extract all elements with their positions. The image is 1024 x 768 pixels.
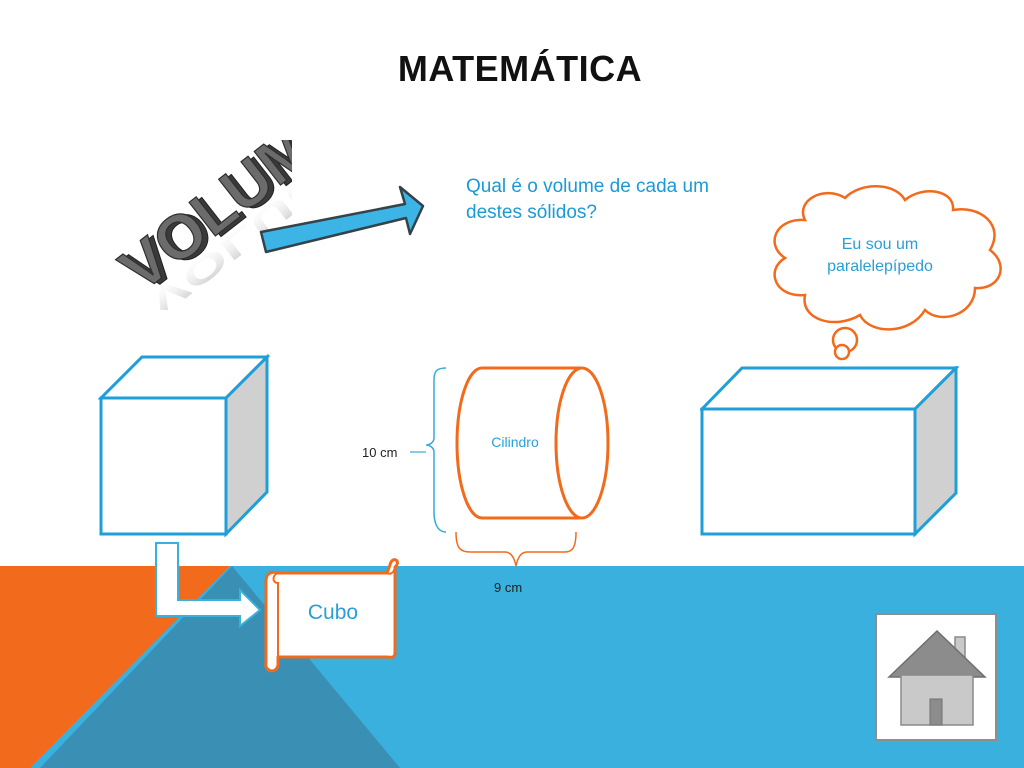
cylinder-shape xyxy=(410,366,610,567)
dark-blue-triangle xyxy=(40,566,400,768)
thought-bubble-text: Eu sou um paralelepípedo xyxy=(827,236,933,275)
cube-pointer-arrow xyxy=(155,542,262,629)
volumes-wordart: VOLUMES VOLUMES VOLUMES xyxy=(107,140,292,310)
cubo-scroll xyxy=(264,558,399,673)
blue-arrow xyxy=(259,185,425,254)
height-brace xyxy=(425,367,447,533)
parallelepiped-shape xyxy=(700,366,960,538)
thought-bubble xyxy=(773,185,1002,361)
cylinder-label: Cilindro xyxy=(491,434,539,450)
slide-title: MATEMÁTICA xyxy=(397,48,643,89)
cube-shape xyxy=(98,354,270,538)
home-button[interactable] xyxy=(875,613,997,741)
question-text: Qual é o volume de cada um destes sólido… xyxy=(466,176,709,223)
cylinder-width-label: 9 cm xyxy=(494,580,523,595)
cylinder-height-label: 10 cm xyxy=(362,445,398,460)
home-icon xyxy=(887,629,987,726)
cubo-label: Cubo xyxy=(307,601,359,624)
width-brace xyxy=(455,531,577,567)
